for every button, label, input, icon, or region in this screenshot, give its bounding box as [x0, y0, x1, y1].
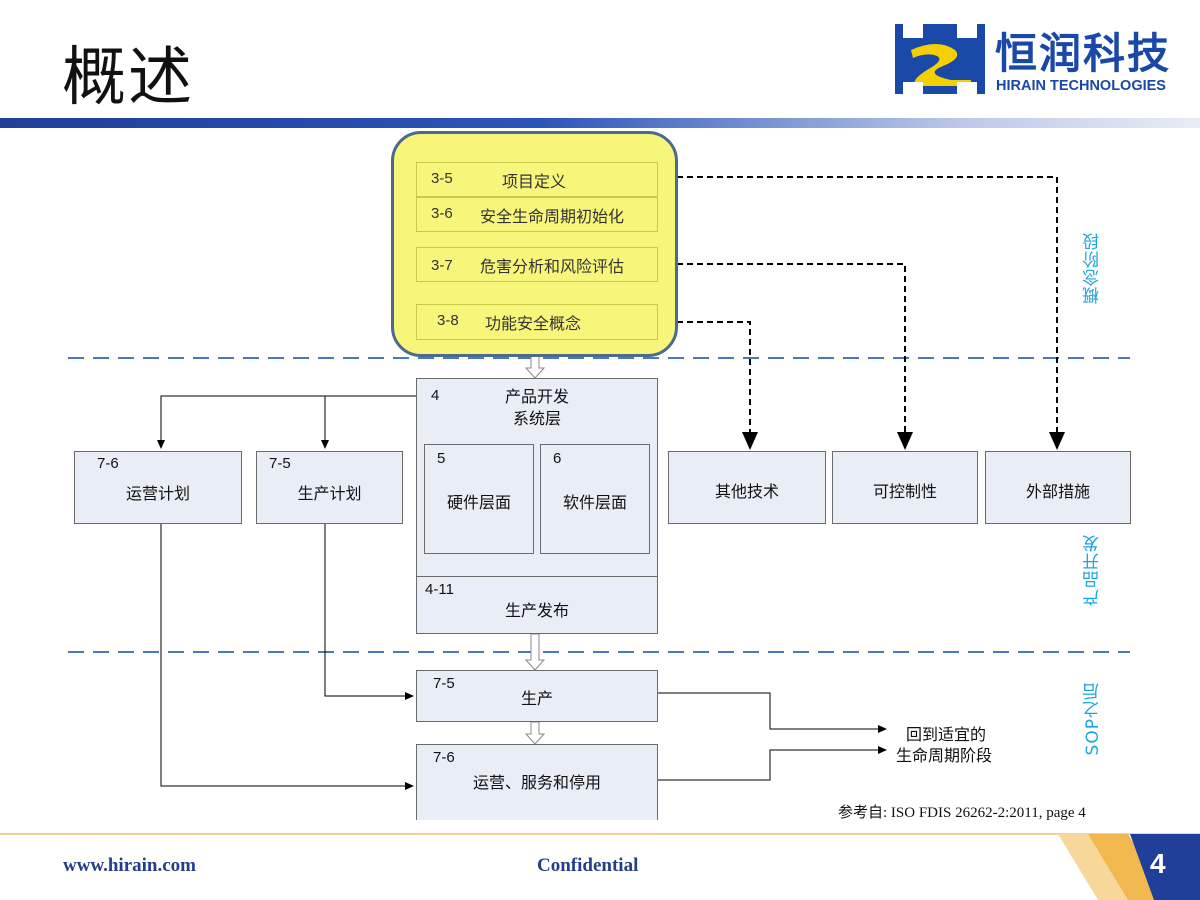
operation-planning-label: 运营计划: [125, 484, 190, 503]
production-release-box: 4-11 生产发布: [416, 576, 658, 634]
operation-service-number: 7-6: [433, 749, 455, 766]
hardware-level-label: 硬件层面: [446, 493, 511, 512]
production-label: 生产: [520, 689, 553, 708]
concept-item-number: 3-7: [431, 257, 453, 274]
production-number: 7-5: [433, 675, 455, 692]
other-technologies-box: 其他技术: [668, 451, 826, 524]
production-box: 7-5 生产: [416, 670, 658, 722]
controllability-label: 可控制性: [872, 482, 937, 501]
concept-item-item-definition: 3-5 项目定义: [416, 162, 658, 197]
page-number: 4: [1150, 848, 1166, 879]
company-logo: [895, 24, 985, 94]
product-dev-number: 4: [431, 387, 440, 404]
concept-item-functional-safety-concept: 3-8 功能安全概念: [416, 304, 658, 340]
concept-item-number: 3-5: [431, 170, 453, 187]
external-measures-box: 外部措施: [985, 451, 1131, 524]
operation-planning-box: 7-6 运营计划: [74, 451, 242, 524]
source-reference: 参考自: ISO FDIS 26262-2:2011, page 4: [838, 805, 1086, 821]
footer-corner-decoration: [1058, 834, 1200, 900]
page-title: 概述: [62, 41, 194, 115]
logo-chinese-name: 恒润科技: [995, 29, 1172, 78]
concept-item-label: 项目定义: [502, 172, 567, 191]
production-planning-number: 7-5: [269, 455, 291, 472]
concept-item-hazard-analysis: 3-7 危害分析和风险评估: [416, 247, 658, 282]
operation-service-label: 运营、服务和停用: [472, 773, 601, 792]
external-measures-label: 外部措施: [1025, 482, 1090, 501]
footer-website-link[interactable]: www.hirain.com: [63, 855, 196, 876]
operation-planning-number: 7-6: [97, 455, 119, 472]
concept-item-label: 危害分析和风险评估: [480, 257, 625, 276]
concept-item-label: 功能安全概念: [485, 314, 582, 333]
production-release-number: 4-11: [425, 581, 454, 598]
concept-item-label: 安全生命周期初始化: [480, 207, 625, 226]
product-dev-title-line2: 系统层: [512, 409, 561, 428]
product-dev-title-line1: 产品开发: [504, 387, 569, 406]
return-text-line1: 回到适宜的: [906, 725, 987, 744]
hardware-level-box: 5 硬件层面: [424, 444, 534, 554]
production-planning-label: 生产计划: [297, 484, 362, 503]
software-level-number: 6: [553, 450, 562, 467]
phase-label-product-dev: 产品开发: [1083, 534, 1103, 606]
production-release-label: 生产发布: [504, 601, 569, 620]
return-text-line2: 生命周期阶段: [896, 746, 993, 765]
header-divider-bar: [0, 118, 1200, 128]
hardware-level-number: 5: [437, 450, 446, 467]
concept-item-safety-lifecycle-init: 3-6 安全生命周期初始化: [416, 197, 658, 232]
software-level-label: 软件层面: [562, 493, 627, 512]
phase-label-concept: 概念阶段: [1083, 232, 1103, 304]
phase-label-after-sop: SOP之后: [1083, 682, 1103, 756]
concept-item-number: 3-8: [437, 312, 459, 329]
software-level-box: 6 软件层面: [540, 444, 650, 554]
logo-english-name: HIRAIN TECHNOLOGIES: [996, 78, 1166, 94]
operation-service-decommission-box: 7-6 运营、服务和停用: [416, 744, 658, 820]
other-technologies-label: 其他技术: [714, 482, 779, 501]
footer-confidential: Confidential: [537, 855, 639, 876]
controllability-box: 可控制性: [832, 451, 978, 524]
footer-divider: [0, 833, 1200, 835]
concept-item-number: 3-6: [431, 205, 453, 222]
production-planning-box: 7-5 生产计划: [256, 451, 403, 524]
